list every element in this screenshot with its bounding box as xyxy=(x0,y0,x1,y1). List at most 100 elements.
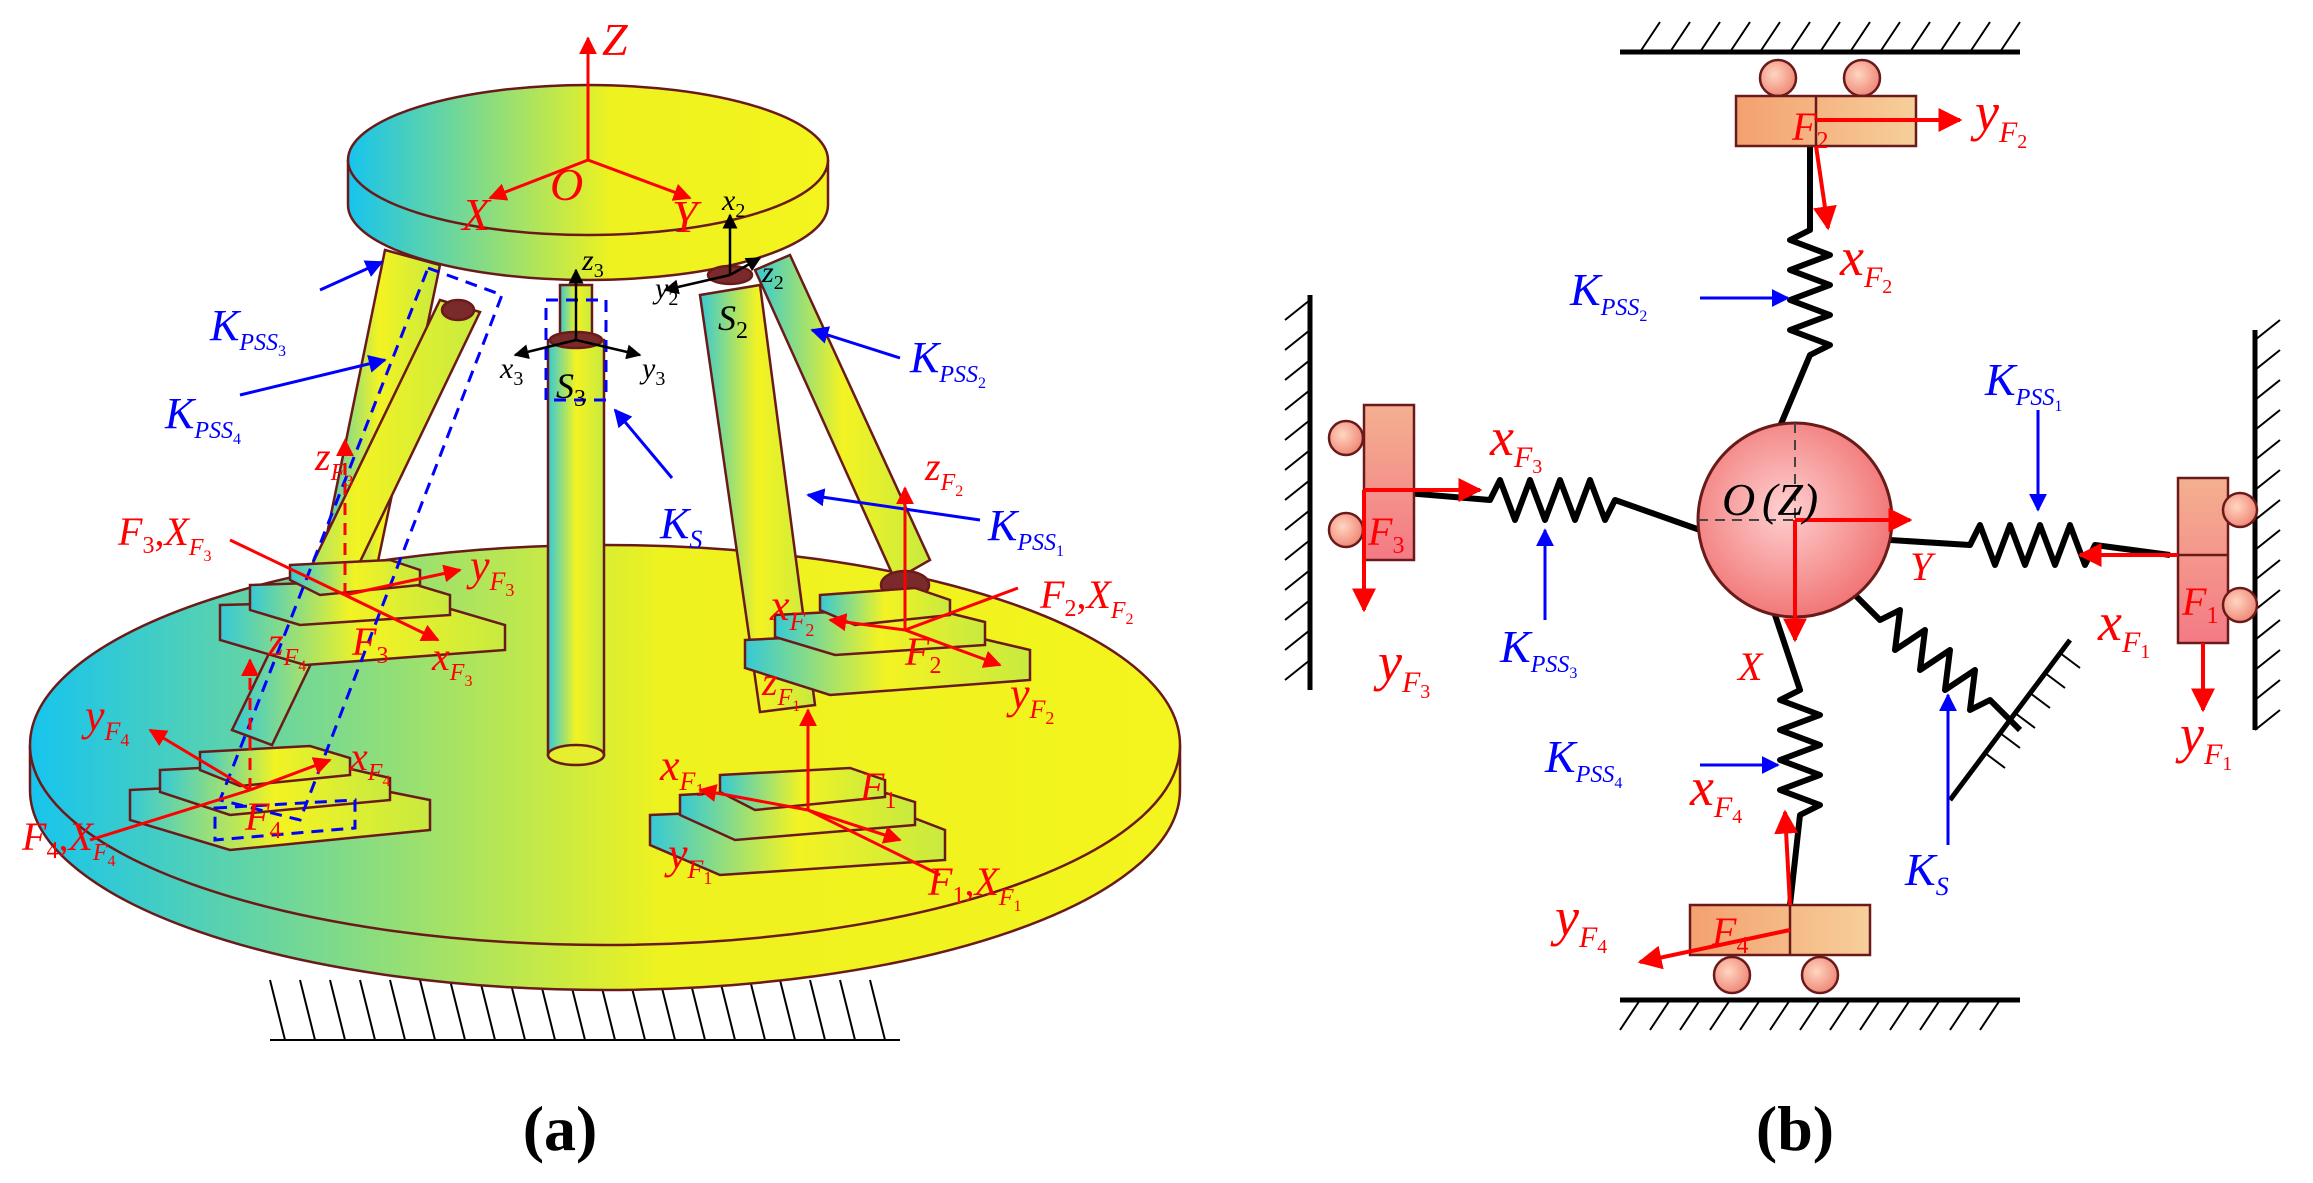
spring-f3 xyxy=(1369,477,1701,533)
b-f1-block-F: F xyxy=(2181,579,2207,624)
svg-text:KPSS3: KPSS3 xyxy=(1499,621,1577,682)
b-f2-block-n: 2 xyxy=(1816,128,1828,154)
f1-x-F: F xyxy=(679,767,697,796)
f3-y-n: 3 xyxy=(505,580,514,600)
svg-text:S3: S3 xyxy=(556,366,586,412)
f1-x: x xyxy=(659,741,680,790)
svg-text:F3: F3 xyxy=(1367,509,1404,559)
k-pss3-n: 3 xyxy=(278,343,286,360)
f4-x-F: F xyxy=(367,760,383,786)
panel-a: Z X Y O x2 y2 z2 S2 z3 x3 y3 S3 xyxy=(21,14,1182,1164)
wall-hatches xyxy=(1284,21,2281,1031)
f3-X-n: 3 xyxy=(204,548,212,565)
f3-x-F: F xyxy=(449,660,465,686)
f2-F-n: 2 xyxy=(1064,596,1076,622)
f2-F: F xyxy=(1039,572,1065,617)
stiffness-pointers-a xyxy=(239,260,981,522)
caption-a: (a) xyxy=(523,1093,598,1164)
f1-comma: , xyxy=(964,859,974,904)
b-k-pss3-n: 3 xyxy=(1569,665,1577,682)
spring-f2 xyxy=(1767,140,1833,452)
k-pss3-pss: PSS xyxy=(238,330,278,356)
b-x-f2: x xyxy=(1839,227,1864,287)
labels-b: F2 F4 F3 F1 yF2 xF2 xF3 yF3 xF1 yF1 xF4 … xyxy=(1367,82,2232,959)
b-y-f4: y xyxy=(1550,887,1579,947)
svg-text:yF2: yF2 xyxy=(1970,82,2027,153)
b-x-f4: x xyxy=(1689,757,1714,817)
b-x-f2-n: 2 xyxy=(1882,276,1892,298)
b-f4-block-F: F xyxy=(1711,909,1737,954)
svg-text:F3: F3 xyxy=(351,619,388,669)
label-x3-sub: 3 xyxy=(513,368,523,390)
center-y: Y xyxy=(1910,544,1936,589)
svg-text:KPSS4: KPSS4 xyxy=(164,389,241,448)
label-z2-sub: 2 xyxy=(774,272,784,294)
b-k-pss1-pss: PSS xyxy=(2015,385,2055,411)
stiffness-labels-a: KPSS3 KPSS4 KPSS2 KS KPSS1 xyxy=(164,301,1064,560)
b-k-pss4-n: 4 xyxy=(1614,775,1622,792)
f4-y: y xyxy=(81,691,105,740)
foot-frames xyxy=(89,438,1019,877)
f4-comma: , xyxy=(58,814,68,859)
svg-text:KPSS4: KPSS4 xyxy=(1544,731,1622,792)
svg-text:xF4: xF4 xyxy=(1689,757,1742,828)
f3-comma: , xyxy=(154,509,164,554)
label-x2: x xyxy=(721,184,736,217)
f4-z-F: F xyxy=(283,645,299,671)
svg-text:yF3: yF3 xyxy=(1373,632,1430,703)
label-s3-sub: 3 xyxy=(574,386,586,412)
b-f3-block-n: 3 xyxy=(1392,533,1404,559)
b-k-pss2-n: 2 xyxy=(1639,308,1647,325)
svg-text:xF4: xF4 xyxy=(349,734,390,790)
svg-text:zF1: zF1 xyxy=(761,659,800,715)
f2-y-F: F xyxy=(1029,695,1047,724)
foot-2 xyxy=(743,586,1032,697)
k-pss4-n: 4 xyxy=(233,431,241,448)
label-O: O xyxy=(550,159,583,210)
label-y2-sub: 2 xyxy=(668,288,678,310)
label-s3: S xyxy=(556,366,574,406)
f3-F: F xyxy=(117,509,143,554)
slider-f3 xyxy=(1327,403,1416,562)
f3-block-F: F xyxy=(351,619,377,664)
svg-text:yF3: yF3 xyxy=(466,541,514,600)
svg-text:xF3: xF3 xyxy=(431,634,472,690)
b-y-f2-n: 2 xyxy=(2017,131,2027,153)
f2-X-n: 2 xyxy=(1126,611,1134,628)
f2-y-n: 2 xyxy=(1045,708,1054,728)
f1-X: X xyxy=(972,859,1000,904)
svg-text:KS: KS xyxy=(659,499,702,554)
b-k-pss3: K xyxy=(1499,621,1533,672)
foot-labels: zF3 F3,XF3 yF3 F3 xF3 zF4 yF4 xF4 F4 F4,… xyxy=(21,434,1134,915)
spring-f4 xyxy=(1767,599,1823,906)
center-z: (Z) xyxy=(1762,474,1818,525)
f4-y-F: F xyxy=(104,717,122,746)
svg-text:z3: z3 xyxy=(581,244,604,282)
b-f2-block-F: F xyxy=(1791,104,1817,149)
f2-x-F: F xyxy=(789,607,807,636)
k-pss2-k: K xyxy=(909,333,942,382)
b-x-f3: x xyxy=(1489,407,1514,467)
svg-text:x3: x3 xyxy=(499,352,523,390)
k-pss2-pss: PSS xyxy=(938,362,978,388)
k-s-s: S xyxy=(689,525,702,554)
f1-x-n: 1 xyxy=(695,780,704,800)
label-Z: Z xyxy=(602,14,628,65)
label-x3: x xyxy=(499,352,514,385)
f2-comma: , xyxy=(1076,572,1086,617)
label-z3: z xyxy=(581,244,594,277)
svg-text:zF4: zF4 xyxy=(267,619,306,675)
f1-y-F: F xyxy=(687,855,705,884)
b-k-pss2-pss: PSS xyxy=(1600,295,1640,321)
f2-X-F: F xyxy=(1110,598,1126,624)
b-x-f1-F: F xyxy=(2121,626,2141,659)
svg-text:F3,XF3: F3,XF3 xyxy=(117,509,212,565)
center-ball: O (Z) Y X xyxy=(1696,421,1936,689)
slider-f1 xyxy=(2176,476,2259,645)
f1-z-F: F xyxy=(777,685,793,711)
b-x-f3-F: F xyxy=(1513,441,1533,474)
stiffness-pointers-b xyxy=(1536,289,2047,845)
b-y-f1-n: 1 xyxy=(2222,753,2232,775)
leg-1 xyxy=(753,253,932,582)
svg-text:yF4: yF4 xyxy=(1550,887,1607,958)
